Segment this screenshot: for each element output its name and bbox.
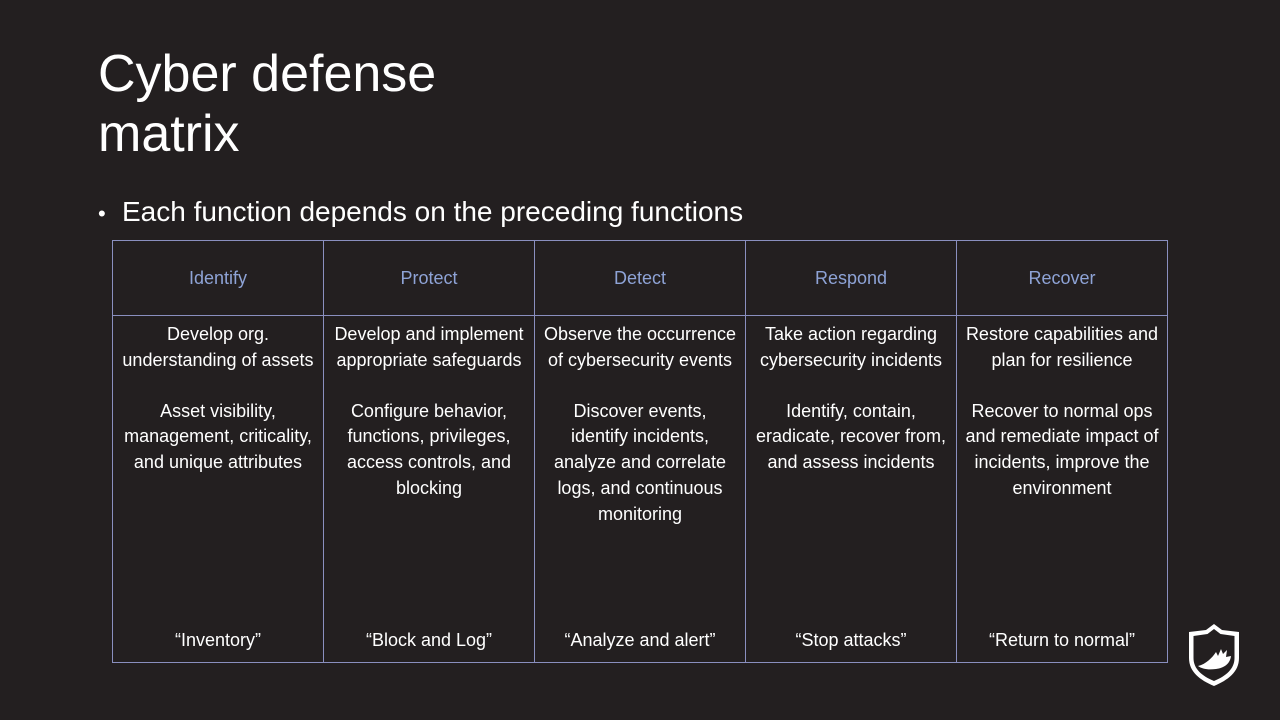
matrix-cell: Take action regarding cybersecurity inci… bbox=[745, 315, 957, 663]
slide-title: Cyber defense matrix bbox=[98, 44, 436, 164]
cell-quote: “Return to normal” bbox=[988, 630, 1136, 651]
cell-detail: Identify, contain, eradicate, recover fr… bbox=[755, 400, 947, 473]
matrix-header-row: Identify Protect Detect Respond Recover bbox=[112, 240, 1168, 316]
slide-title-line2: matrix bbox=[98, 105, 240, 163]
shield-logo-icon bbox=[1189, 624, 1239, 686]
cell-summary: Take action regarding cybersecurity inci… bbox=[759, 324, 943, 370]
cell-summary: Develop org. understanding of assets bbox=[122, 324, 314, 370]
bullet-dot-icon: • bbox=[98, 201, 106, 226]
matrix-cell: Observe the occurrence of cybersecurity … bbox=[534, 315, 746, 663]
matrix-cell: Develop org. understanding of assets Ass… bbox=[112, 315, 324, 663]
cell-quote: “Inventory” bbox=[174, 630, 262, 651]
column-header: Recover bbox=[956, 240, 1168, 316]
cell-detail: Discover events, identify incidents, ana… bbox=[553, 400, 727, 524]
cell-quote: “Stop attacks” bbox=[795, 630, 907, 651]
cell-summary: Restore capabilities and plan for resili… bbox=[965, 324, 1159, 370]
matrix-cell: Restore capabilities and plan for resili… bbox=[956, 315, 1168, 663]
cell-quote: “Analyze and alert” bbox=[564, 630, 716, 651]
bullet-point: • Each function depends on the preceding… bbox=[98, 195, 743, 231]
cell-summary: Develop and implement appropriate safegu… bbox=[334, 324, 524, 370]
column-header: Protect bbox=[323, 240, 535, 316]
cell-summary: Observe the occurrence of cybersecurity … bbox=[543, 324, 737, 370]
cell-detail: Asset visibility, management, criticalit… bbox=[124, 400, 312, 473]
matrix-body-row: Develop org. understanding of assets Ass… bbox=[112, 315, 1168, 663]
defense-matrix-table: Identify Protect Detect Respond Recover … bbox=[112, 240, 1168, 663]
slide-title-line1: Cyber defense bbox=[98, 45, 437, 103]
cell-detail: Configure behavior, functions, privilege… bbox=[346, 400, 512, 498]
bullet-text: Each function depends on the preceding f… bbox=[122, 196, 744, 227]
column-header: Identify bbox=[112, 240, 324, 316]
cell-detail: Recover to normal ops and remediate impa… bbox=[965, 400, 1159, 498]
cell-quote: “Block and Log” bbox=[365, 630, 493, 651]
column-header: Respond bbox=[745, 240, 957, 316]
column-header: Detect bbox=[534, 240, 746, 316]
matrix-cell: Develop and implement appropriate safegu… bbox=[323, 315, 535, 663]
